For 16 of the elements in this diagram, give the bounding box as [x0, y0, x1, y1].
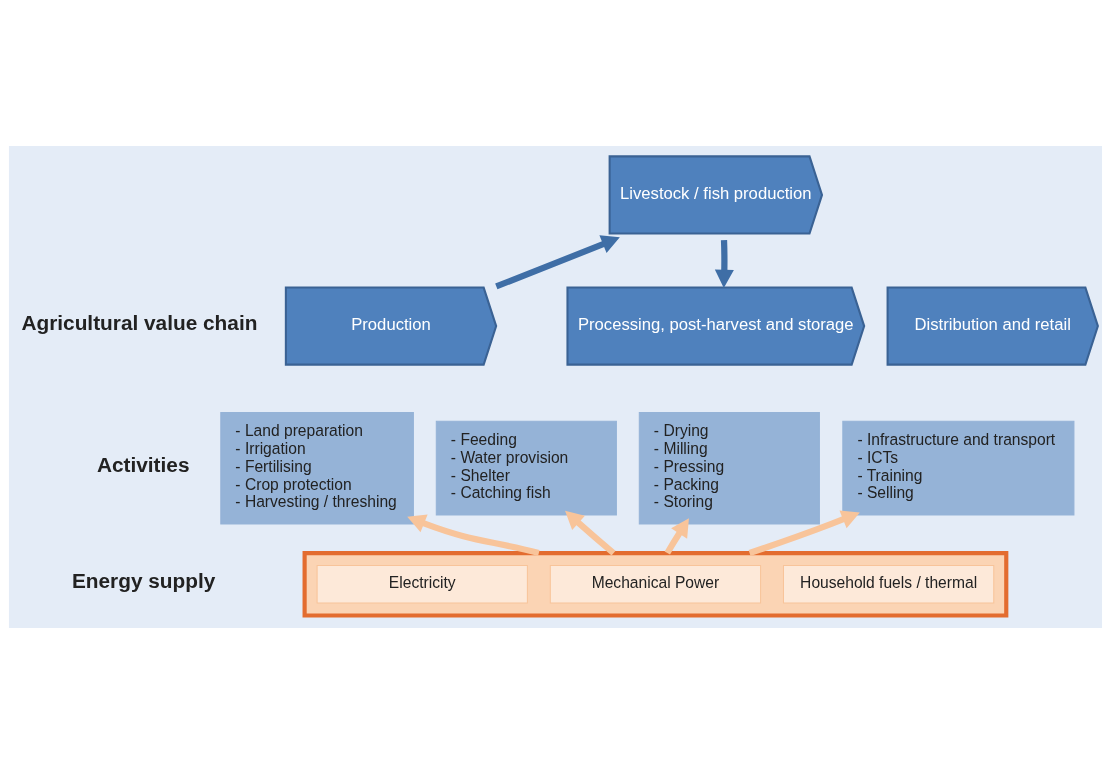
label: Activities: [96, 452, 190, 476]
cluster: [302, 550, 1009, 618]
node-box: - Feeding - Water provision - Shelter - Catching fish: [435, 420, 617, 516]
arrow: [565, 510, 616, 555]
label: Agricultural value chain: [21, 310, 258, 334]
node-box: - Land preparation - Irrigation - Fertilising - Crop protection - Harvesting / threshing: [220, 411, 414, 524]
node-box: Household fuels / thermal: [782, 564, 995, 604]
arrow: [664, 517, 689, 555]
node-box: - Infrastructure and transport - ICTs - Training - Selling: [842, 420, 1075, 516]
label: Energy supply: [71, 568, 216, 592]
arrow: [714, 239, 734, 288]
arrow: [407, 514, 540, 556]
node-box: Mechanical Power: [549, 564, 762, 604]
node-box: Electricity: [316, 564, 528, 604]
node-box: - Drying - Milling - Pressing - Packing - Storing: [638, 411, 820, 524]
arrow: [495, 234, 620, 289]
